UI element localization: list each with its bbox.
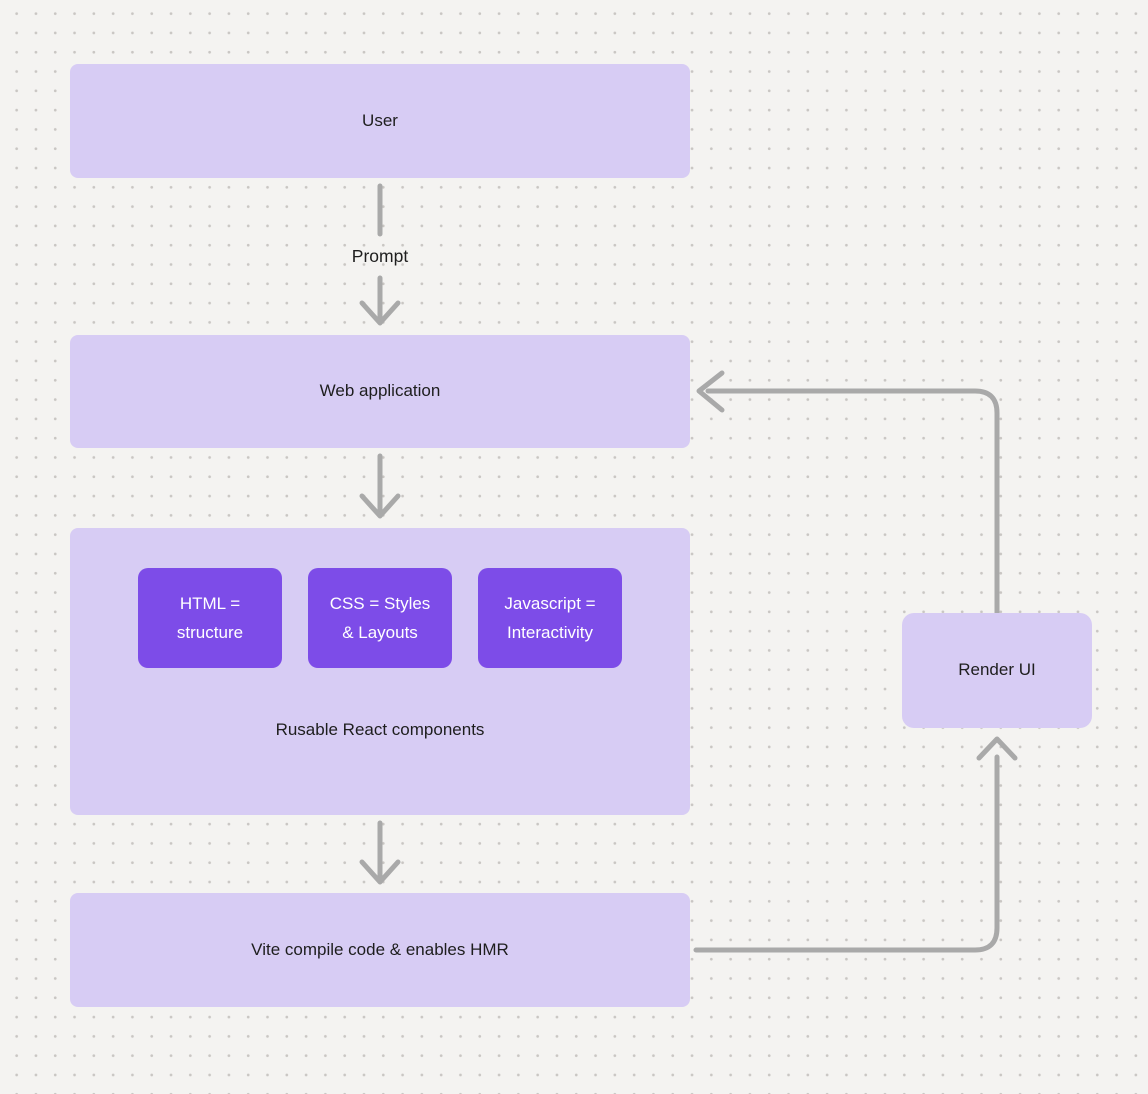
node-vite[interactable]: Vite compile code & enables HMR [70,893,690,1007]
edge-render-ui-to-web-application [696,370,1000,616]
arrowhead-down-icon [359,493,401,519]
arrowhead-down-icon [359,300,401,326]
components-group-caption: Rusable React components [275,720,485,739]
node-render-ui[interactable]: Render UI [902,613,1092,728]
chip-html-label: HTML = structure [176,594,244,642]
edge-line [705,388,1000,616]
arrowhead-up-icon [976,736,1018,761]
node-render-ui-label: Render UI [958,660,1036,680]
node-web-application[interactable]: Web application [70,335,690,448]
node-web-application-label: Web application [319,381,441,401]
arrowhead-down-icon [359,859,401,885]
arrowhead-left-icon [696,370,725,413]
edge-web-application-to-components [359,453,401,519]
components-row: HTML = structure CSS = Styles & Layouts … [70,568,690,668]
edge-label-prompt: Prompt [351,246,409,266]
node-user-label: User [362,110,398,130]
node-vite-label: Vite compile code & enables HMR [251,939,509,959]
node-components-group[interactable]: HTML = structure CSS = Styles & Layouts … [70,528,690,815]
chip-html[interactable]: HTML = structure [138,568,282,668]
chip-css-label: CSS = Styles & Layouts [329,594,431,642]
edge-line [693,754,1000,953]
edge-components-to-vite [359,820,401,885]
chip-javascript-label: Javascript = Interactivity [504,594,596,642]
edge-vite-to-render-ui [693,736,1018,953]
chip-css[interactable]: CSS = Styles & Layouts [308,568,452,668]
chip-javascript[interactable]: Javascript = Interactivity [478,568,622,668]
node-user[interactable]: User [70,64,690,178]
